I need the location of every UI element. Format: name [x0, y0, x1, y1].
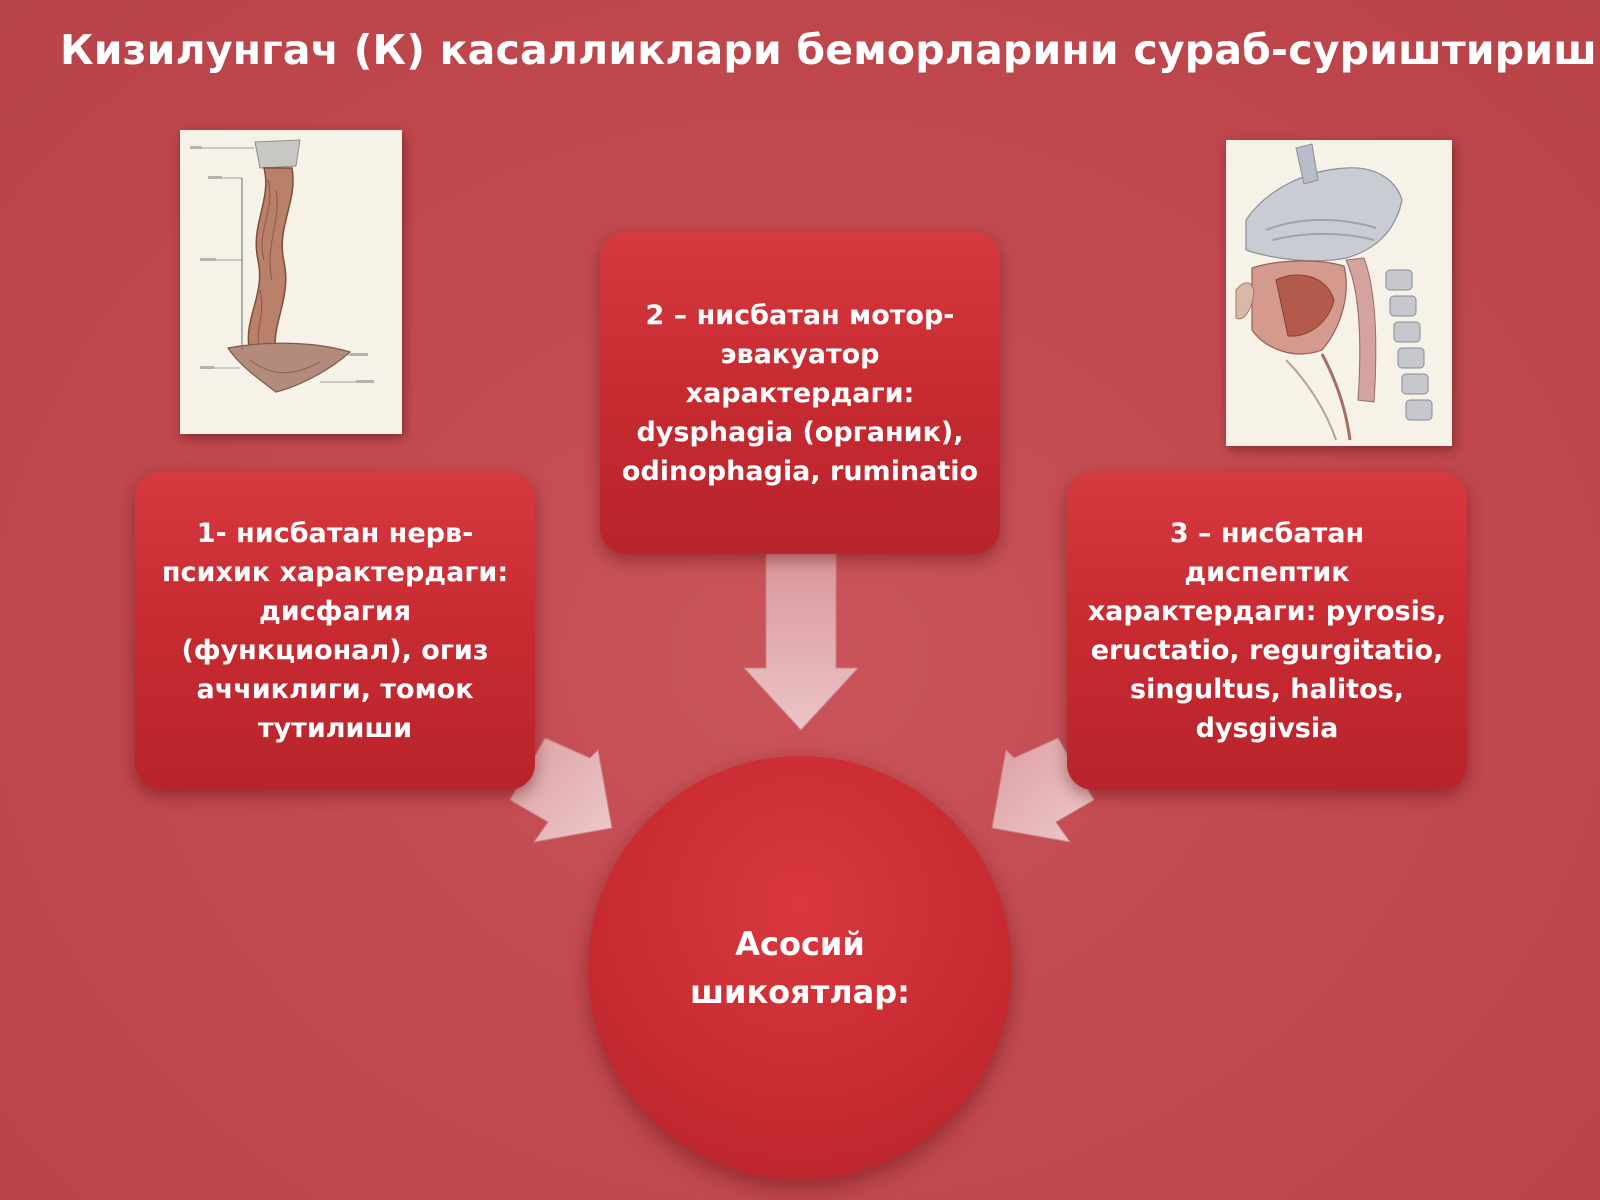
- complaint-group-3-box: 3 – нисбатан диспептик характердаги: pyr…: [1067, 472, 1467, 790]
- arrow-box2-to-center: [742, 553, 860, 731]
- complaint-group-3-text: 3 – нисбатан диспептик характердаги: pyr…: [1087, 518, 1447, 744]
- complaint-group-2-text: 2 – нисбатан мотор- эвакуатор характерда…: [621, 299, 979, 487]
- esophagus-anatomy-illustration: [180, 130, 402, 434]
- complaint-group-1-box: 1- нисбатан нерв- психик характердаги: д…: [135, 472, 535, 790]
- main-complaints-circle: Асосий шикоятлар:: [588, 756, 1012, 1180]
- head-neck-sagittal-section-illustration: [1226, 140, 1452, 446]
- head-neck-illustration-svg: [1226, 140, 1452, 446]
- slide-title: Кизилунгач (К) касалликлари беморларини …: [60, 26, 1597, 74]
- complaint-group-1-text: 1- нисбатан нерв- психик характердаги: д…: [161, 518, 509, 744]
- esophagus-illustration-svg: [180, 130, 402, 434]
- main-complaints-label: Асосий шикоятлар:: [690, 925, 910, 1011]
- complaint-group-2-box: 2 – нисбатан мотор- эвакуатор характерда…: [600, 232, 1000, 554]
